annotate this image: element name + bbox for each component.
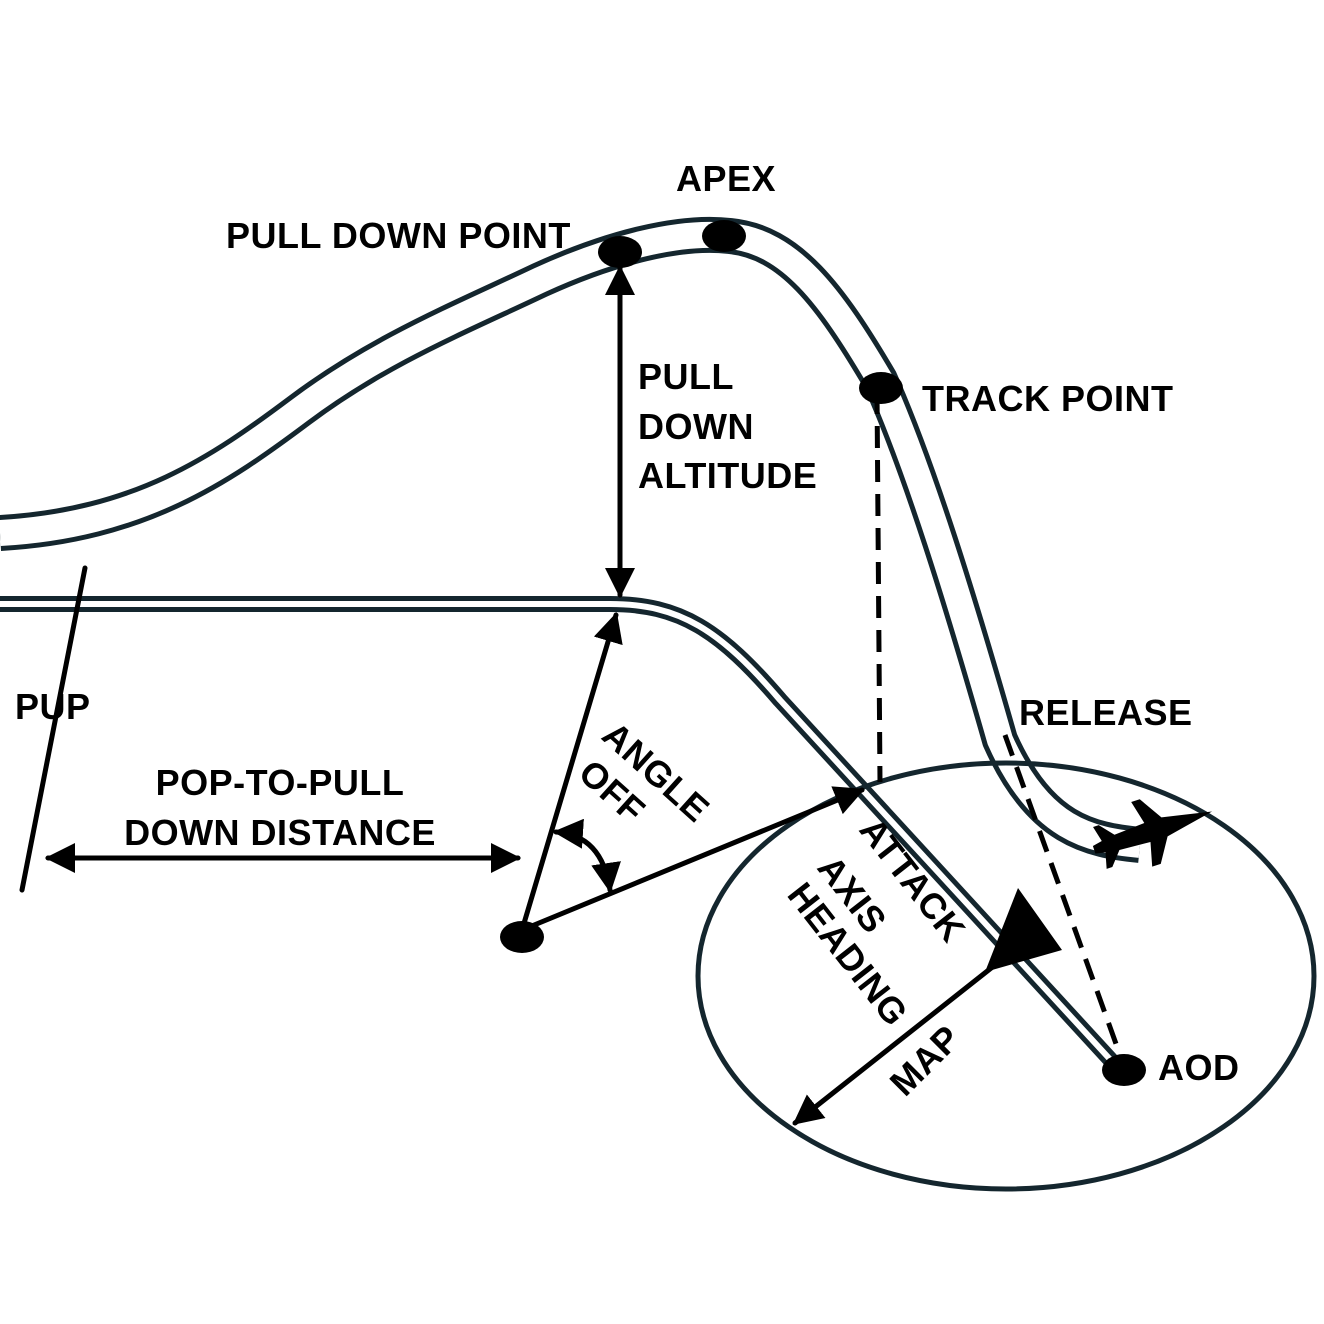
pull-down-altitude-label-2: DOWN — [638, 406, 754, 447]
track-point-dot — [859, 372, 903, 404]
origin-dot — [500, 921, 544, 953]
target-area-ellipse — [695, 760, 1317, 1192]
ground-track — [0, 596, 1124, 1074]
pull-down-point-dot — [598, 236, 642, 268]
release-projection — [1002, 734, 1127, 1067]
attack-axis-line — [519, 786, 865, 933]
track-point-projection — [874, 391, 883, 783]
apex-label: APEX — [676, 158, 776, 199]
angle-off-arc — [553, 818, 621, 893]
pop-to-pull-label-2: DOWN DISTANCE — [124, 812, 436, 853]
angle-off-line — [519, 612, 623, 933]
triangle-arrow-icon — [985, 888, 1062, 972]
pop-to-pull-label-1: POP-TO-PULL — [156, 762, 405, 803]
pup-label: PUP — [15, 686, 91, 727]
pull-down-altitude-label-3: ALTITUDE — [638, 455, 817, 496]
apex-dot — [702, 220, 746, 252]
flight-path — [0, 216, 1142, 863]
track-point-label: TRACK POINT — [922, 378, 1174, 419]
fighter-jet-icon — [1092, 799, 1213, 869]
pup-line — [19, 565, 88, 893]
map-label: MAP — [882, 1017, 969, 1104]
pull-down-altitude-label-1: PULL — [638, 356, 734, 397]
map-arrow — [792, 962, 998, 1126]
pull-down-point-label: PULL DOWN POINT — [226, 215, 571, 256]
aod-dot — [1102, 1054, 1146, 1086]
release-label: RELEASE — [1019, 692, 1193, 733]
aod-label: AOD — [1158, 1047, 1240, 1088]
